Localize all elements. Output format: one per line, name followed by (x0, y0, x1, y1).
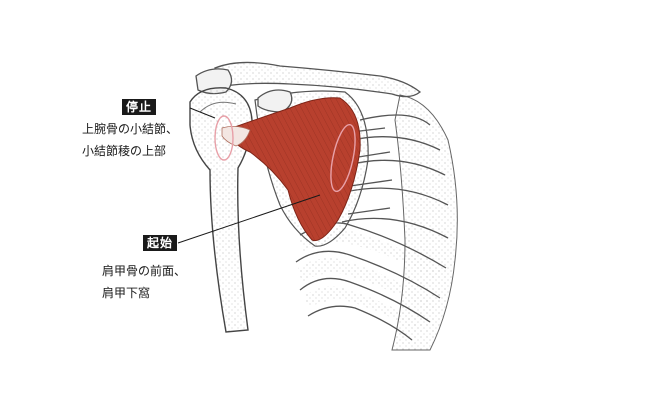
insertion-tag: 停止 (122, 99, 157, 115)
insertion-line-1: 上腕骨の小結節、 (82, 122, 179, 136)
origin-line-2: 肩甲下窩 (102, 286, 151, 300)
origin-marker (330, 123, 356, 193)
insertion-line-2: 小結節稜の上部 (82, 144, 167, 158)
leader-lines (177, 107, 321, 244)
insertion-description: 上腕骨の小結節、 小結節稜の上部 (82, 118, 178, 162)
attachment-markers (214, 115, 356, 193)
insertion-marker (214, 115, 234, 161)
origin-tag: 起始 (143, 235, 178, 251)
clavicle (214, 61, 422, 98)
insertion-leader (189, 107, 216, 119)
origin-description: 肩甲骨の前面、 肩甲下窩 (102, 260, 186, 304)
origin-line-1: 肩甲骨の前面、 (102, 264, 187, 278)
origin-leader (177, 194, 321, 244)
humerus (189, 87, 253, 333)
subscapularis-muscle (221, 97, 361, 242)
spine-region (391, 94, 458, 351)
